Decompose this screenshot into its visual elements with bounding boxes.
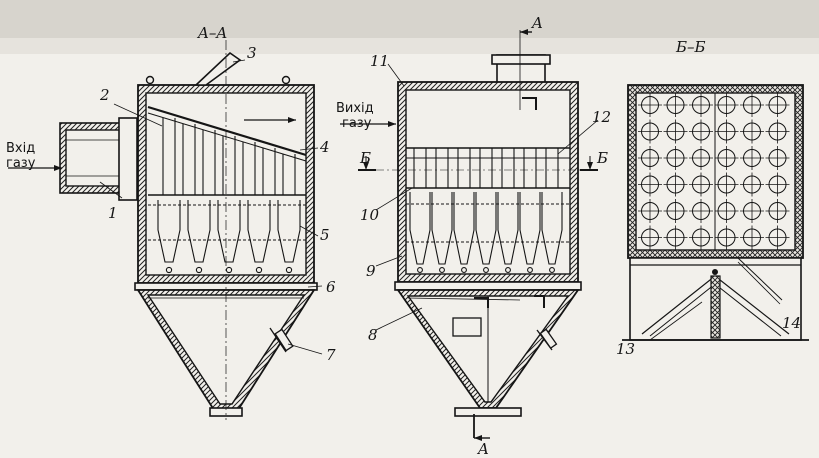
- callout-1: 1: [108, 204, 118, 222]
- callout-2: 2: [99, 86, 110, 104]
- inspection-hatch-aa: [269, 327, 294, 353]
- callout-14: 14: [782, 314, 801, 332]
- section-marker-b-right: Б: [596, 149, 608, 167]
- callout-12: 12: [592, 108, 611, 126]
- callout-13: 13: [616, 340, 635, 358]
- callout-11: 11: [370, 52, 389, 70]
- callout-10: 10: [360, 206, 380, 224]
- section-title-bb: Б–Б: [675, 38, 706, 56]
- view-front: [340, 29, 599, 441]
- inspection-hatch-front: [536, 328, 558, 351]
- outlet-gas-label-1: Вихід: [336, 101, 374, 116]
- section-marker-a-bottom: A: [476, 440, 489, 458]
- callout-8: 8: [368, 326, 378, 344]
- inlet-gas-label-2: газу: [6, 156, 36, 171]
- callout-4: 4: [319, 138, 330, 156]
- callout-5: 5: [320, 226, 330, 244]
- cyclone-elements-aa: [148, 118, 306, 274]
- outlet-gas-label-2: газу: [342, 116, 372, 131]
- flange-front: [394, 281, 582, 291]
- section-title-aa: A–A: [196, 24, 227, 42]
- section-marker-a-top: A: [530, 14, 543, 32]
- callout-7: 7: [326, 346, 336, 364]
- cyclone-grid-bb: [638, 93, 790, 250]
- page-header-fade: [0, 38, 819, 54]
- callout-3: 3: [247, 44, 257, 62]
- cyclone-elements-front: [406, 148, 570, 273]
- view-section-bb: [622, 84, 809, 341]
- inlet-gas-label-1: Вхід: [6, 141, 35, 156]
- access-door: [452, 317, 482, 337]
- page-header-band: [0, 0, 819, 38]
- slanted-partition: [147, 105, 307, 157]
- section-marker-b-left: Б: [359, 149, 371, 167]
- outlet-nozzle-aa: [193, 51, 242, 86]
- view-section-aa: [8, 40, 323, 420]
- callout-6: 6: [326, 278, 336, 296]
- callout-9: 9: [366, 262, 376, 280]
